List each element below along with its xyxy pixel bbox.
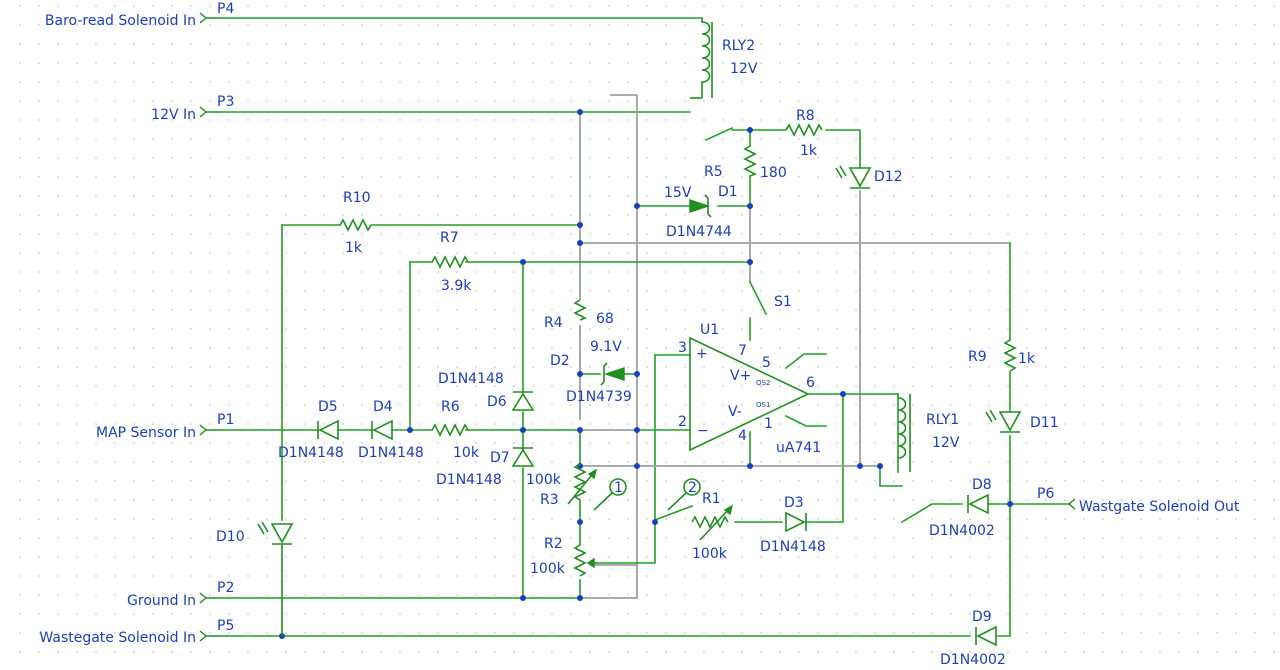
d4-value: D1N4148 (358, 445, 424, 461)
resistors (339, 123, 1017, 577)
port-p3-name: 12V In (151, 107, 196, 123)
r9-value: 1k (1018, 351, 1036, 367)
junction-dots (279, 109, 1013, 639)
d2-voltage: 9.1V (590, 339, 622, 355)
u1-pin2: 2 (678, 414, 687, 430)
d5-ref: D5 (318, 399, 338, 415)
d1-value: D1N4744 (666, 224, 732, 240)
d3-value: D1N4148 (760, 539, 826, 555)
u1-vplus: V+ (730, 368, 751, 384)
r5-value: 180 (760, 165, 787, 181)
u1-ref: U1 (700, 322, 719, 338)
d7-ref: D7 (490, 450, 510, 466)
d4-ref: D4 (373, 399, 393, 415)
relay-rly1 (897, 394, 911, 472)
u1-os1: OS1 (756, 401, 770, 409)
u1-pin4: 4 (738, 428, 747, 444)
r4-value: 68 (596, 311, 614, 327)
r2-value: 100k (530, 561, 566, 577)
r1-ref: R1 (702, 491, 721, 507)
d8-ref: D8 (972, 477, 992, 493)
r5-ref: R5 (704, 164, 723, 180)
d1-voltage: 15V (664, 185, 692, 201)
s1-ref: S1 (774, 294, 792, 310)
rly2-value: 12V (730, 61, 758, 77)
u1-os2: OS2 (756, 379, 770, 387)
r4-ref: R4 (544, 315, 563, 331)
port-p3-ref: P3 (217, 94, 234, 110)
port-p4-name: Baro-read Solenoid In (45, 13, 196, 29)
marker-2-label: 2 (688, 480, 697, 496)
u1-pin3: 3 (678, 340, 687, 356)
r6-ref: R6 (441, 399, 460, 415)
r9-ref: R9 (968, 349, 987, 365)
r10-value: 1k (345, 240, 363, 256)
port-p5-ref: P5 (217, 618, 234, 634)
u1-value: uA741 (776, 440, 821, 456)
u1-pin1: 1 (764, 416, 773, 432)
rly1-ref: RLY1 (926, 412, 959, 428)
r8-value: 1k (800, 143, 818, 159)
u1-pin5: 5 (762, 355, 771, 371)
d2-ref: D2 (550, 353, 570, 369)
r3-value: 100k (526, 472, 562, 488)
r10-ref: R10 (343, 190, 371, 206)
d6-ref: D6 (487, 394, 507, 410)
rly1-value: 12V (932, 435, 960, 451)
opamp-u1 (689, 336, 810, 452)
u1-minus: − (697, 423, 709, 439)
labels: Baro-read Solenoid In P4 12V In P3 MAP S… (39, 1, 1239, 668)
marker-1-label: 1 (614, 480, 623, 496)
background-grid (19, 5, 1275, 653)
d5-value: D1N4148 (278, 445, 344, 461)
port-p5-name: Wastegate Solenoid In (39, 630, 196, 646)
d2-value: D1N4739 (566, 389, 632, 405)
d8-value: D1N4002 (929, 523, 995, 539)
u1-pin7: 7 (738, 343, 747, 359)
u1-pin6: 6 (806, 375, 815, 391)
diodes (257, 165, 1022, 647)
r1-value: 100k (692, 546, 728, 562)
u1-vminus: V- (728, 404, 742, 420)
r3-ref: R3 (540, 492, 559, 508)
test-markers (593, 478, 701, 511)
port-connectors (199, 12, 1076, 642)
d6-value: D1N4148 (438, 371, 504, 387)
u1-plus: + (696, 346, 708, 362)
d11-ref: D11 (1030, 415, 1059, 431)
r8-ref: R8 (796, 108, 815, 124)
port-p1-name: MAP Sensor In (96, 425, 196, 441)
wires (219, 17, 1071, 637)
d9-ref: D9 (972, 609, 992, 625)
port-p4-ref: P4 (217, 1, 234, 17)
relay-rly2 (690, 18, 713, 99)
r7-value: 3.9k (441, 278, 472, 294)
d7-value: D1N4148 (436, 472, 502, 488)
r2-ref: R2 (544, 536, 563, 552)
port-p1-ref: P1 (217, 412, 234, 428)
d3-ref: D3 (784, 495, 804, 511)
port-p2-name: Ground In (127, 593, 196, 609)
port-p6-name: Wastgate Solenoid Out (1079, 499, 1240, 515)
d1-ref: D1 (718, 184, 738, 200)
d9-value: D1N4002 (940, 652, 1006, 668)
port-p6-ref: P6 (1037, 486, 1054, 502)
d12-ref: D12 (874, 169, 903, 185)
r7-ref: R7 (440, 230, 459, 246)
r6-value: 10k (453, 445, 480, 461)
d10-ref: D10 (216, 529, 245, 545)
rly2-ref: RLY2 (722, 38, 755, 54)
port-p2-ref: P2 (217, 580, 234, 596)
